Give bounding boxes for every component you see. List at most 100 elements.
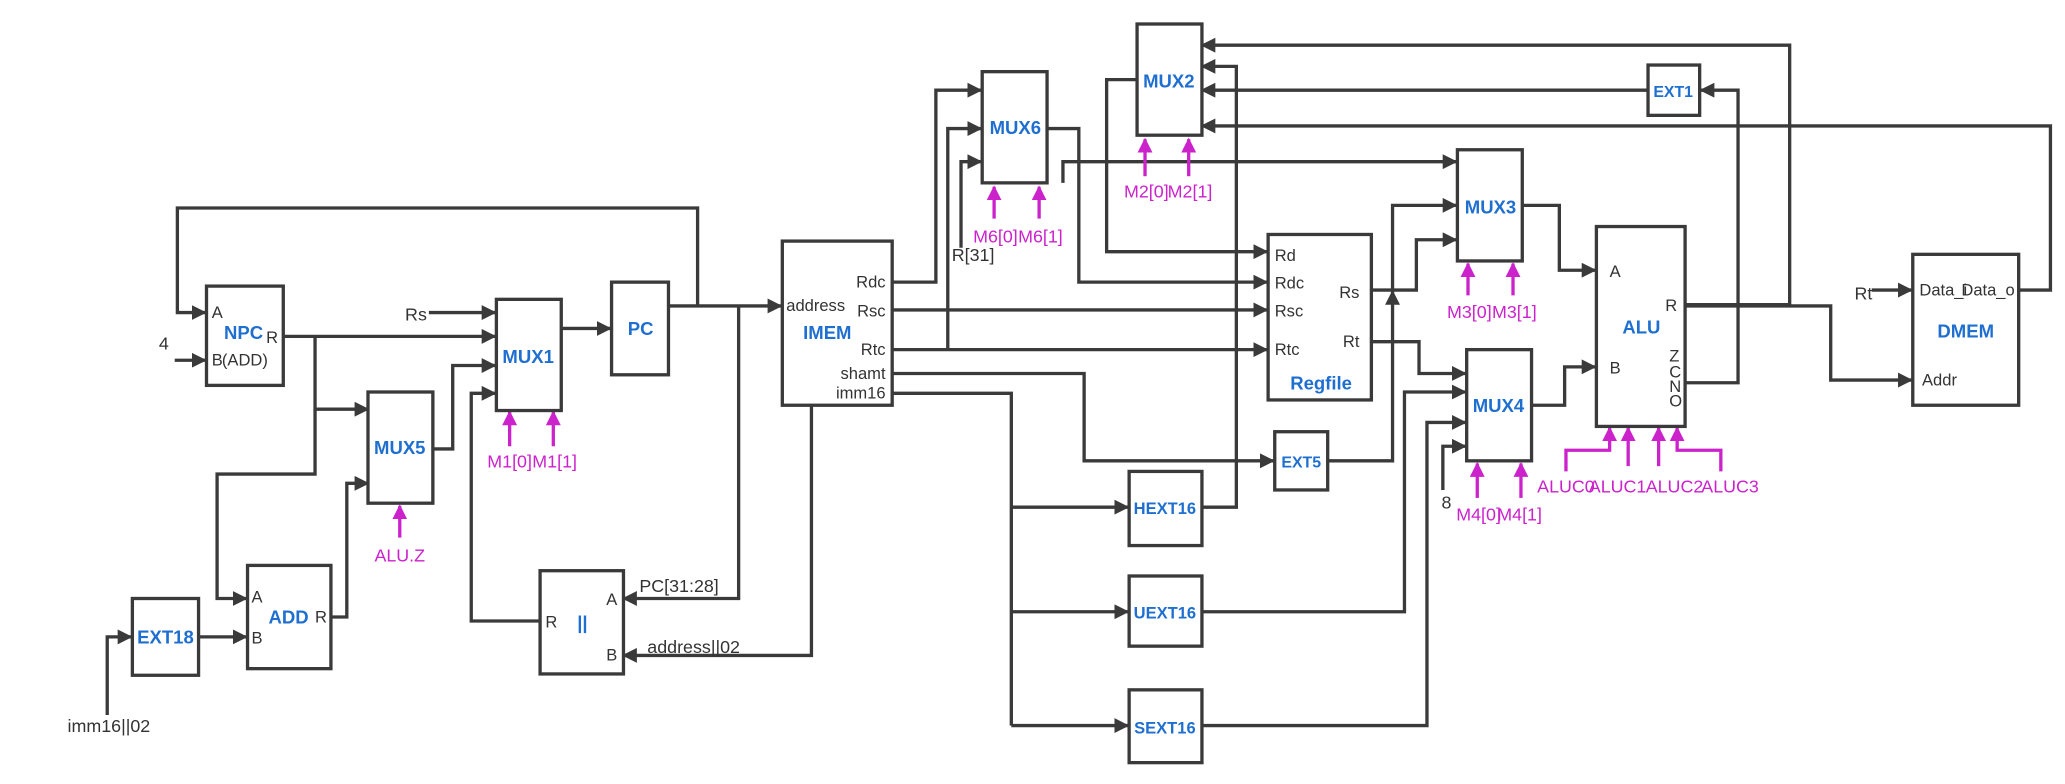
address-concat-label: address||02 [647,637,740,657]
r31-label: R[31] [952,245,995,265]
ctl-m6-0: M6[0] [973,226,1018,246]
alu-port-b: B [1610,358,1621,377]
concat-port-r: R [545,613,557,632]
dmem-port-data-i: Data_i [1919,280,1967,299]
concat-block: || R A B [538,569,626,676]
alu-port-o: O [1669,392,1682,411]
mux5-title: MUX5 [374,437,425,458]
wire-hext16-mux2 [1200,58,1239,509]
uext16-block: UEXT16 [1127,574,1204,648]
wire-addr-concat [621,406,814,663]
alu-port-z: Z [1669,347,1679,366]
wire-imm16-bus [892,391,1013,726]
pc-title: PC [628,318,654,339]
wire-pchi-concat [621,305,741,606]
add-title: ADD [269,607,309,628]
ctl-aluc0: ALUC0 [1537,477,1595,497]
hext16-block: HEXT16 [1127,469,1204,548]
ctl-m2-1: M2[1] [1168,181,1213,201]
regfile-port-rtc: Rtc [1275,340,1300,359]
dmem-port-addr: Addr [1922,370,1957,389]
ctl-aluc3-arrow [1669,426,1723,472]
pc-hi-label: PC[31:28] [639,576,718,596]
ctl-m1-0: M1[0] [487,451,532,471]
sext16-block: SEXT16 [1127,688,1204,765]
wire-sext16-mux4 [1201,414,1467,728]
wire-rs-mux3 [1371,197,1458,292]
mux6-block: MUX6 [980,70,1049,185]
control-labels: M1[0] M1[1] M2[0] M2[1] M3[0] M3[1] M4[0… [374,181,1758,565]
mux4-block: MUX4 [1465,347,1534,463]
rs-input-label: Rs [405,305,427,325]
wires [105,37,2053,734]
wire-concat-mux1 [469,385,539,623]
regfile-port-rdc: Rdc [1275,274,1304,293]
wire-rt-mux4 [1371,340,1467,381]
imem-port-address: address [786,296,845,315]
regfile-port-rsc: Rsc [1275,302,1303,321]
npc-block: NPC (ADD) A B R [204,284,285,388]
ext1-title: EXT1 [1653,84,1693,101]
control-arrows [392,137,1723,538]
add-port-a: A [252,587,263,606]
imem-port-imm16: imm16 [836,384,886,403]
mux1-title: MUX1 [502,346,553,367]
regfile-port-rs: Rs [1339,283,1359,302]
wire-r31-mux6 [959,154,983,248]
wire-mux2-regfile [1104,77,1269,260]
ctl-m6-1: M6[1] [1018,226,1063,246]
wire-imm16-ext18 [105,629,133,715]
ctl-m3-1: M3[1] [1492,302,1537,322]
ext5-title: EXT5 [1281,454,1321,471]
alu-port-a: A [1610,262,1621,281]
dmem-port-data-o: Data_o [1961,280,2014,299]
wire-npc-add [215,409,317,606]
concat-title: || [577,612,587,633]
ctl-m1-1: M1[1] [532,451,577,471]
imem-port-rtc: Rtc [861,340,886,359]
ext18-title: EXT18 [137,627,194,648]
uext16-title: UEXT16 [1134,603,1196,622]
alu-port-n: N [1669,377,1681,396]
ctl-alu-z: ALU.Z [374,545,425,565]
ctl-m4-0: M4[0] [1456,504,1501,524]
ctl-aluc0-arrow [1564,426,1618,472]
wire-feed-mux3 [1061,154,1458,183]
ext5-block: EXT5 [1273,430,1330,492]
mux4-title: MUX4 [1473,395,1525,416]
ctl-aluc1: ALUC1 [1589,477,1647,497]
wire-const8-mux4 [1441,438,1467,490]
imem-port-rdc: Rdc [856,272,885,291]
alu-port-c: C [1669,362,1681,381]
wire-uext16-mux4 [1201,384,1467,614]
add-port-r: R [315,607,327,626]
ctl-aluc2: ALUC2 [1646,477,1704,497]
mux1-block: MUX1 [494,297,563,413]
add-port-b: B [252,629,263,648]
mux3-block: MUX3 [1455,148,1524,263]
wire-alu-ext1 [1685,82,1740,385]
alu-port-r: R [1665,296,1677,315]
imem-port-shamt: shamt [841,364,886,383]
mux3-title: MUX3 [1465,196,1516,217]
regfile-port-rt: Rt [1343,332,1360,351]
wire-mux3-alu [1523,203,1597,278]
npc-title: NPC [224,322,263,343]
pc-block: PC [609,280,671,377]
npc-port-b: B [212,351,223,370]
ctl-m3-0: M3[0] [1447,302,1492,322]
sext16-title: SEXT16 [1134,719,1196,738]
wire-mux5-mux1 [432,358,497,451]
ext18-block: EXT18 [130,596,201,677]
add-block: ADD A B R [245,563,333,671]
wire-npc-mux5 [313,336,370,417]
mux5-block: MUX5 [366,390,435,505]
imem-block: IMEM address Rdc Rsc Rtc shamt imm16 [780,239,894,407]
wire-pc-npc [175,206,700,321]
dmem-title: DMEM [1937,321,1994,342]
concat-port-b: B [606,646,617,665]
regfile-block: Regfile Rd Rdc Rsc Rtc Rs Rt [1266,232,1374,402]
const4-label: 4 [159,334,169,354]
wire-dmem-mux2 [1200,118,2053,292]
